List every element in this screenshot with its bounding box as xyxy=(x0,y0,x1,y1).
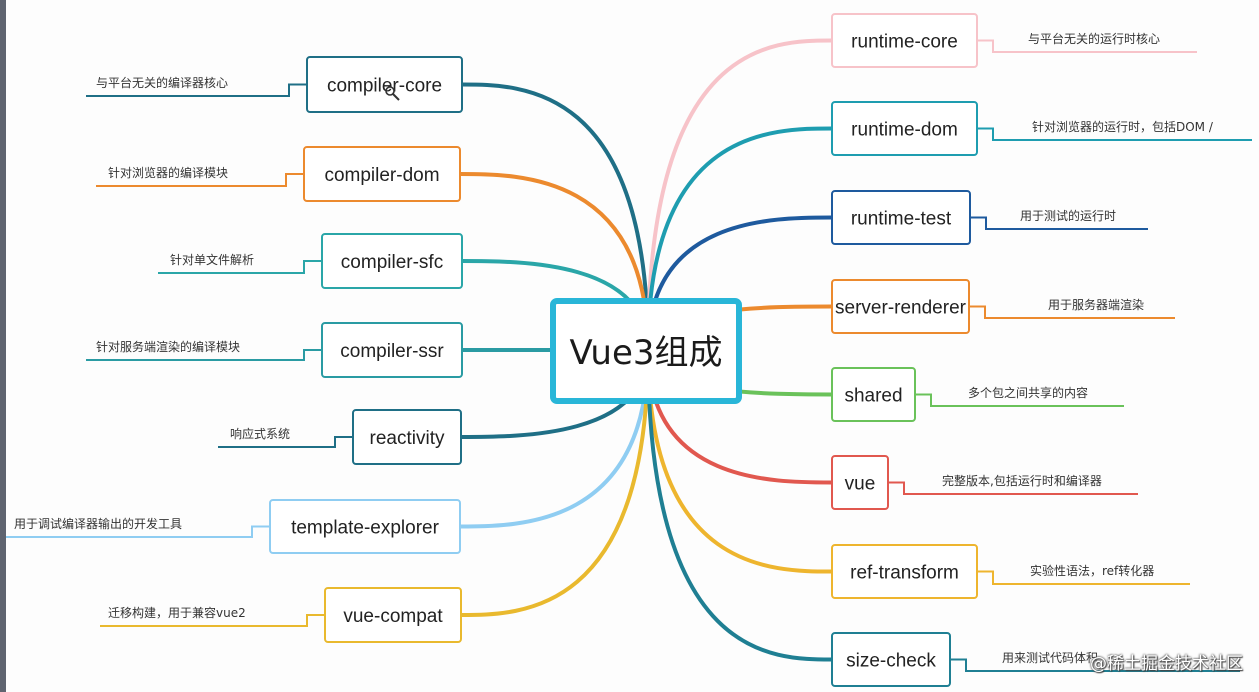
node-label: vue xyxy=(845,474,876,495)
node-box xyxy=(831,367,916,422)
branch-link-vue-compat xyxy=(459,348,650,617)
node-box xyxy=(831,455,889,510)
node-box xyxy=(831,544,978,599)
node-reactivity[interactable]: reactivity xyxy=(352,409,462,465)
node-description: 响应式系统 xyxy=(230,426,290,441)
node-box xyxy=(831,101,978,156)
node-box xyxy=(303,146,461,202)
desc-underline-compiler-dom xyxy=(96,173,304,187)
node-ref-transform[interactable]: ref-transform xyxy=(831,544,978,599)
node-label: shared xyxy=(844,386,902,407)
node-box xyxy=(269,499,461,554)
node-description: 针对浏览器的编译模块 xyxy=(108,165,228,180)
node-label: size-check xyxy=(846,651,936,672)
node-description: 用于测试的运行时 xyxy=(1020,208,1116,223)
node-size-check[interactable]: size-check xyxy=(831,632,951,687)
node-description: 迁移构建，用于兼容vue2 xyxy=(108,605,246,620)
branch-link-compiler-dom xyxy=(458,172,650,352)
node-label: template-explorer xyxy=(291,518,440,539)
desc-underline-shared xyxy=(915,393,1124,407)
node-compiler-ssr[interactable]: compiler-ssr xyxy=(321,322,463,378)
desc-underline-compiler-sfc xyxy=(158,260,322,274)
node-label: compiler-sfc xyxy=(341,252,443,273)
node-description: 针对单文件解析 xyxy=(170,252,254,267)
node-label: vue-compat xyxy=(343,606,443,627)
node-description: 实验性语法，ref转化器 xyxy=(1030,563,1154,578)
node-description: 用于服务器端渲染 xyxy=(1048,297,1144,312)
node-label: runtime-test xyxy=(851,209,952,230)
desc-underline-runtime-dom xyxy=(977,127,1252,141)
node-compiler-dom[interactable]: compiler-dom xyxy=(303,146,461,202)
node-compiler-sfc[interactable]: compiler-sfc xyxy=(321,233,463,289)
node-template-explorer[interactable]: template-explorer xyxy=(269,499,461,554)
node-description: 针对浏览器的运行时，包括DOM / xyxy=(1032,119,1214,134)
node-description: 完整版本,包括运行时和编译器 xyxy=(942,473,1102,488)
desc-underline-server-renderer xyxy=(969,305,1175,319)
watermark-text: @稀土掘金技术社区 xyxy=(1090,654,1243,674)
mouse-cursor-icon xyxy=(385,86,400,101)
desc-underline-runtime-core xyxy=(977,39,1197,53)
node-box xyxy=(831,190,971,245)
left-window-edge xyxy=(0,0,6,692)
desc-underline-template-explorer xyxy=(6,525,270,538)
node-description: 与平台无关的运行时核心 xyxy=(1028,31,1160,46)
node-box xyxy=(831,13,978,68)
node-box xyxy=(321,233,463,289)
desc-underline-vue-compat xyxy=(100,614,325,627)
node-vue[interactable]: vue xyxy=(831,455,889,510)
center-title: Vue3组成 xyxy=(569,333,722,373)
branch-link-runtime-dom xyxy=(646,126,834,352)
branch-link-compiler-core xyxy=(460,82,650,352)
node-label: server-renderer xyxy=(835,298,967,319)
node-vue-compat[interactable]: vue-compat xyxy=(324,587,462,643)
node-box xyxy=(306,56,463,113)
node-box xyxy=(321,322,463,378)
branch-link-template-explorer xyxy=(458,348,650,529)
node-shared[interactable]: shared xyxy=(831,367,916,422)
node-label: runtime-core xyxy=(851,32,958,53)
desc-underline-vue xyxy=(888,481,1138,495)
node-box xyxy=(831,632,951,687)
branch-link-runtime-core xyxy=(646,38,834,352)
node-box xyxy=(324,587,462,643)
node-layer: compiler-core 与平台无关的编译器核心 compiler-dom 针对浏览… xyxy=(14,13,1214,687)
center-box xyxy=(550,298,742,404)
node-description: 多个包之间共享的内容 xyxy=(968,385,1088,400)
branch-link-size-check xyxy=(646,348,834,662)
branch-link-ref-transform xyxy=(646,348,834,574)
node-description: 用于调试编译器输出的开发工具 xyxy=(14,516,182,531)
node-runtime-test[interactable]: runtime-test xyxy=(831,190,971,245)
node-runtime-dom[interactable]: runtime-dom xyxy=(831,101,978,156)
desc-underline-runtime-test xyxy=(970,216,1148,230)
desc-underline-compiler-core xyxy=(86,83,307,97)
node-box xyxy=(352,409,462,465)
node-label: compiler-ssr xyxy=(340,341,444,362)
node-runtime-core[interactable]: runtime-core xyxy=(831,13,978,68)
node-description: 针对服务端渲染的编译模块 xyxy=(96,339,240,354)
node-description: 用来测试代码体积 xyxy=(1002,650,1098,665)
node-box xyxy=(831,279,970,334)
desc-underline-ref-transform xyxy=(977,570,1190,585)
node-label: ref-transform xyxy=(850,563,959,584)
node-compiler-core[interactable]: compiler-core xyxy=(306,56,463,113)
desc-underline-reactivity xyxy=(218,436,353,448)
node-label: reactivity xyxy=(370,428,445,449)
node-description: 与平台无关的编译器核心 xyxy=(96,75,228,90)
node-server-renderer[interactable]: server-renderer xyxy=(831,279,970,334)
desc-underline-size-check xyxy=(950,658,1240,672)
node-label: compiler-core xyxy=(327,76,442,97)
node-label: compiler-dom xyxy=(324,165,439,186)
node-label: runtime-dom xyxy=(851,120,958,141)
center-node[interactable]: Vue3组成 xyxy=(550,298,742,404)
desc-underline-compiler-ssr xyxy=(86,349,322,361)
